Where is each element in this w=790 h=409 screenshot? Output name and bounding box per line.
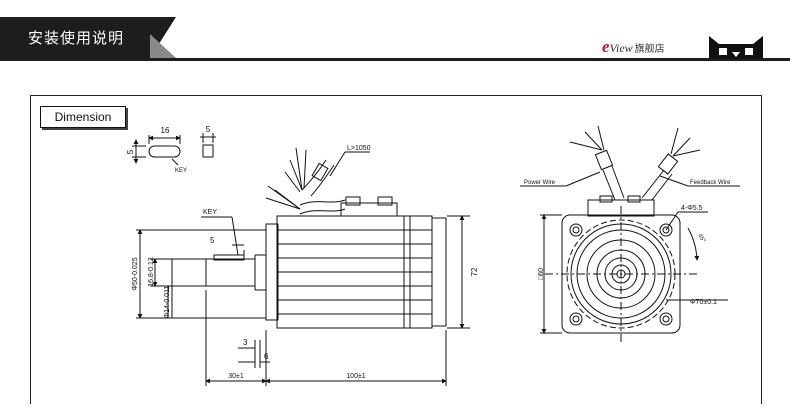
tmall-cat-icon [709,36,763,59]
brand-shop-name: 旗舰店 [634,44,665,55]
shaft-height-label: 16.8-0.12 [148,257,155,287]
body-height-label: 72 [470,267,479,276]
flange-diameter-label: Φ50-0.025 [132,257,139,290]
header-divider [0,58,790,61]
brand-logo-mark: e [602,37,610,56]
page-title: 安装使用说明 [28,30,125,47]
pcd-label: Φ70±0.1 [690,299,717,306]
power-wire-label: Power Wire [524,180,556,186]
side-view-motor [205,147,447,329]
key-height-label: 5 [126,149,135,154]
key-detail [132,133,216,166]
brand-logo-word: View [609,41,633,55]
shaft-key-label: KEY [203,209,217,216]
shoulder-width-label: 6 [264,352,269,361]
key-offset-label: 5 [210,236,215,245]
cable-length-label: L>1050 [347,145,371,152]
flange-thickness-label: 3 [243,338,248,347]
feedback-wire-label: Feedback Wire [690,180,731,186]
shaft-diameter-label: Φ14-0.011 [164,286,171,319]
body-length-label: 100±1 [346,373,366,380]
end-view-motor [520,125,740,345]
section-label-dimension: Dimension [40,106,126,128]
header-tab [0,17,150,58]
drawing-frame [30,95,762,404]
side-view-dimensions [136,215,470,386]
key-width-label: 5 [206,125,211,134]
hole-spec-label: 4-Φ5.5 [681,205,703,212]
angle-label: 45° [696,233,706,244]
key-length-label: 16 [161,126,170,135]
key-caption: KEY [175,168,187,174]
square-size-label: □60 [538,268,545,280]
shaft-length-label: 30±1 [228,373,244,380]
